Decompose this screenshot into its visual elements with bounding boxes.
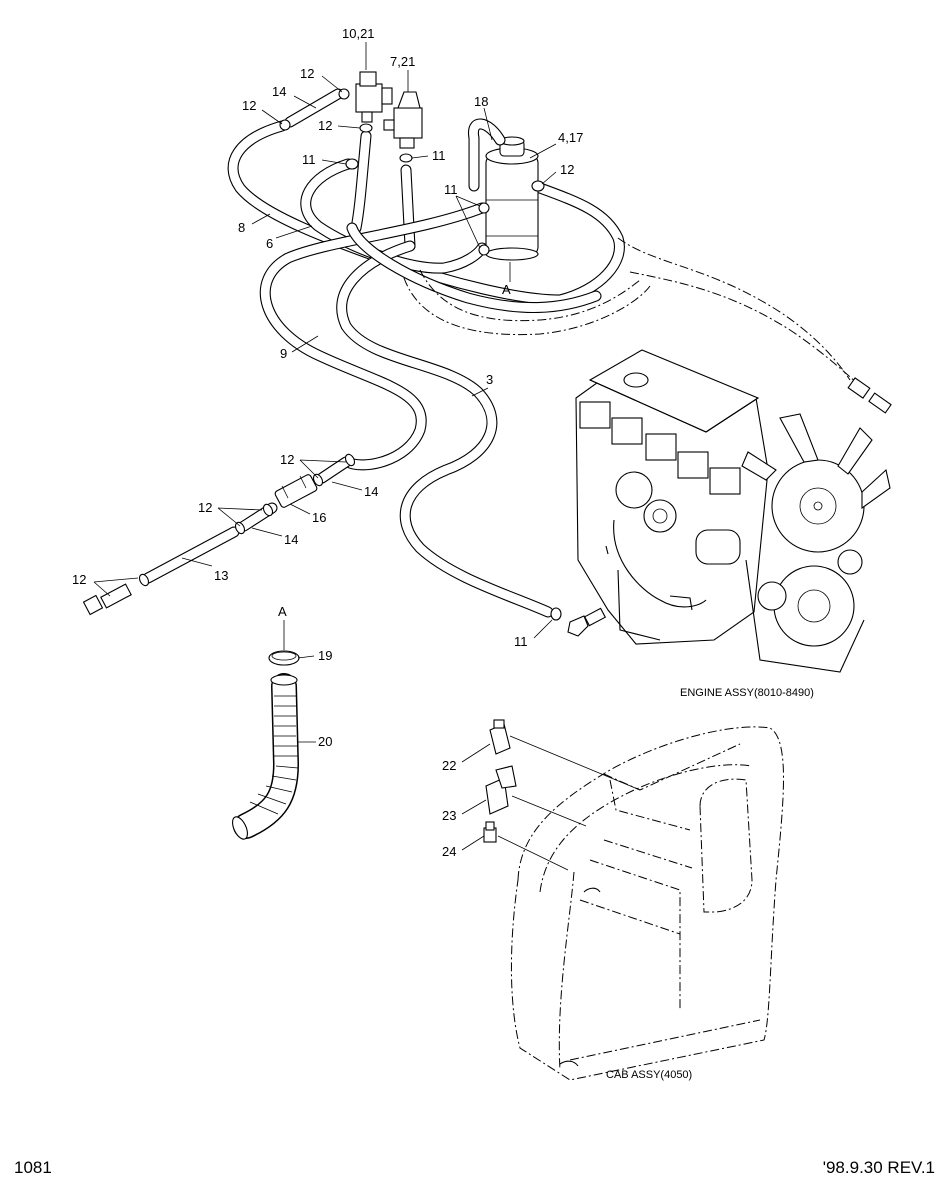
callout-11: 11 [432, 148, 446, 163]
engine-fitting-right [847, 377, 892, 414]
lower-hose-chain [82, 453, 356, 616]
callout-labels: 10,21 7,21 12 14 12 12 18 4,17 11 11 12 … [72, 26, 583, 859]
callout-10-21: 10,21 [342, 26, 375, 41]
callout-12: 12 [72, 572, 86, 587]
valve-icon [279, 71, 423, 170]
callout-6: 6 [266, 236, 273, 251]
callout-12: 12 [242, 98, 256, 113]
callout-23: 23 [442, 808, 456, 823]
callout-14: 14 [284, 532, 298, 547]
callout-19: 19 [318, 648, 332, 663]
callout-13: 13 [214, 568, 228, 583]
callout-22: 22 [442, 758, 456, 773]
callout-9: 9 [280, 346, 287, 361]
callout-12: 12 [280, 452, 294, 467]
clamp-icon [268, 650, 300, 666]
callout-24: 24 [442, 844, 456, 859]
callout-20: 20 [318, 734, 332, 749]
callout-11: 11 [514, 634, 528, 649]
cab-assy-caption: CAB ASSY(4050) [606, 1069, 692, 1081]
callout-a-detail: A [278, 604, 287, 619]
callout-12: 12 [198, 500, 212, 515]
callout-14: 14 [364, 484, 378, 499]
dashed-routing [403, 237, 859, 385]
callout-14: 14 [272, 84, 286, 99]
callout-12: 12 [318, 118, 332, 133]
filter-icon [467, 118, 545, 261]
revision-stamp: '98.9.30 REV.1 [823, 1158, 935, 1177]
hose-routing [227, 88, 625, 618]
elbow-hose-icon [232, 673, 299, 840]
callout-11: 11 [444, 182, 458, 197]
callout-4-17: 4,17 [558, 130, 583, 145]
callout-12: 12 [300, 66, 314, 81]
page-number: 1081 [14, 1158, 52, 1177]
callout-3: 3 [486, 372, 493, 387]
callout-16: 16 [312, 510, 326, 525]
callout-11: 11 [302, 152, 316, 167]
engine-assy-caption: ENGINE ASSY(8010-8490) [680, 687, 814, 699]
callout-12: 12 [560, 162, 574, 177]
callout-a: A [502, 282, 511, 297]
callout-7-21: 7,21 [390, 54, 415, 69]
engine-icon [575, 349, 891, 673]
leader-lines [93, 42, 641, 871]
callout-8: 8 [238, 220, 245, 235]
cab-icon [510, 726, 784, 1081]
bracket-parts [483, 719, 517, 843]
engine-elbow-fitting [550, 607, 607, 637]
callout-18: 18 [474, 94, 488, 109]
